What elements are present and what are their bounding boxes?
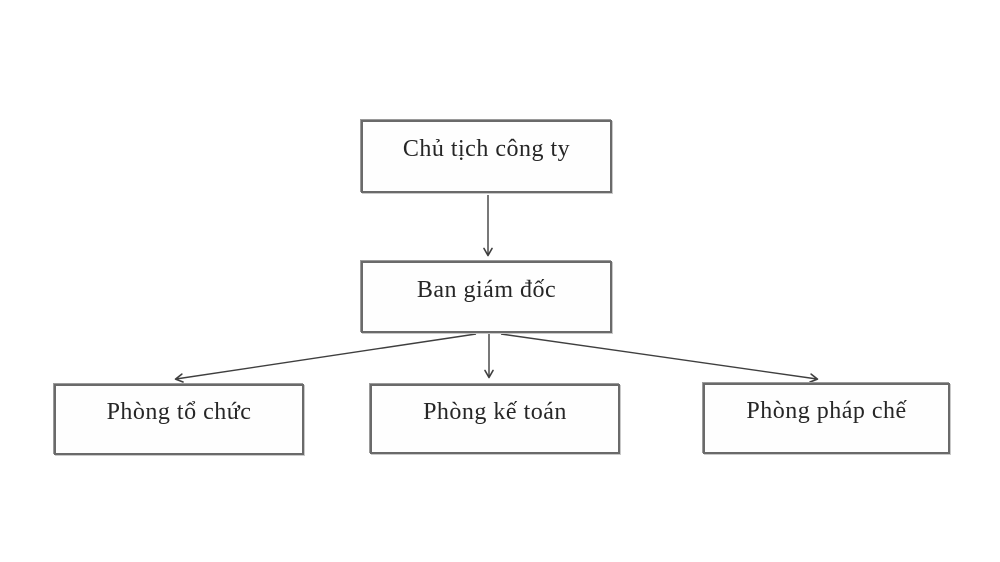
arrow-board-to-org-dept xyxy=(174,333,477,383)
arrow-board-to-legal-dept xyxy=(500,333,819,383)
node-org-dept-label: Phòng tổ chức xyxy=(106,399,252,425)
node-legal-dept: Phòng pháp chế xyxy=(703,383,950,454)
node-accounting-dept: Phòng kế toán xyxy=(370,384,620,454)
node-board: Ban giám đốc xyxy=(361,261,612,333)
node-accounting-dept-label: Phòng kế toán xyxy=(423,398,567,425)
node-chairman: Chủ tịch công ty xyxy=(361,120,612,193)
node-legal-dept-label: Phòng pháp chế xyxy=(746,398,907,424)
node-chairman-label: Chủ tịch công ty xyxy=(402,136,571,162)
node-board-label: Ban giám đốc xyxy=(416,276,557,303)
node-org-dept: Phòng tổ chức xyxy=(54,384,304,455)
